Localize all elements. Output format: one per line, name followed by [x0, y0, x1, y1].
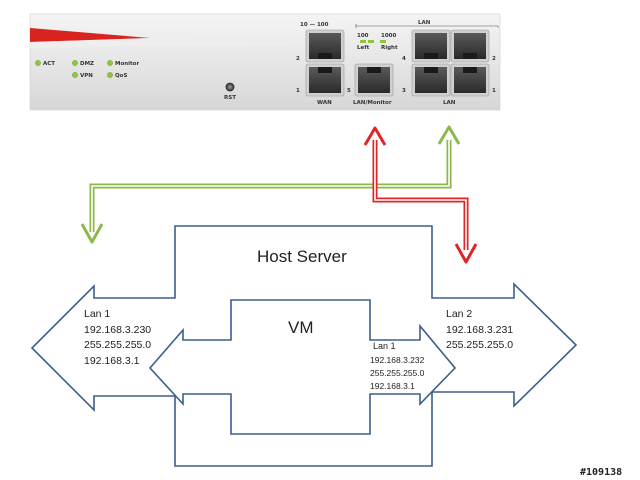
port-number-4: 4: [402, 56, 406, 62]
vm-lan1-gateway: 192.168.3.1: [370, 381, 415, 391]
host-lan2-mask: 255.255.255.0: [446, 339, 513, 351]
vm-shape: [148, 299, 457, 435]
led-act-label: ACT: [43, 61, 55, 67]
lan-monitor-port[interactable]: [354, 63, 394, 97]
speed-led-left: [360, 40, 366, 43]
wan-label: WAN: [317, 100, 332, 106]
lan-monitor-label: LAN/Monitor: [353, 100, 392, 106]
reset-button[interactable]: RST: [224, 82, 236, 101]
port-number-wan-2: 2: [296, 56, 300, 62]
lan-port-bottom-right[interactable]: [450, 63, 490, 97]
led-dmz-label: DMZ: [80, 61, 94, 67]
port-number-wan-1: 1: [296, 88, 300, 94]
green-cable-inner: [91, 140, 450, 232]
speed-right-label: Right: [381, 45, 398, 51]
host-lan1-mask: 255.255.255.0: [84, 339, 151, 351]
status-leds: ACT DMZ Monitor VPN QoS: [35, 60, 139, 79]
host-lan2-info: Lan 2 192.168.3.231 255.255.255.0: [446, 308, 513, 351]
lan-header-label: LAN: [418, 20, 431, 26]
speed-1000-label: 1000: [381, 33, 396, 39]
led-monitor-label: Monitor: [115, 61, 139, 67]
red-connection: [363, 126, 478, 264]
led-qos-label: QoS: [115, 73, 127, 79]
host-lan2-ip: 192.168.3.231: [446, 324, 513, 336]
host-lan2-title: Lan 2: [446, 308, 472, 320]
red-cable-inner: [374, 140, 467, 250]
lan-port-bottom-left[interactable]: [411, 63, 451, 97]
router-front-panel: ACT DMZ Monitor VPN QoS RST: [29, 13, 501, 111]
red-arrowhead-up: [363, 126, 387, 146]
brand-red-stripe: [30, 28, 150, 42]
vm-lan1-title: Lan 1: [373, 341, 396, 351]
port-number-lan-1: 1: [492, 88, 496, 94]
host-lan1-ip: 192.168.3.230: [84, 324, 151, 336]
speed-left-label: Left: [357, 45, 370, 51]
port-number-3: 3: [402, 88, 406, 94]
green-arrowhead-down: [80, 223, 104, 244]
speed-led-mid: [368, 40, 374, 43]
led-vpn-label: VPN: [80, 73, 93, 79]
wan-port-2[interactable]: [305, 29, 345, 63]
vm-lan1-info: Lan 1 192.168.3.232 255.255.255.0 192.16…: [370, 341, 425, 391]
lan-port-top-left[interactable]: [411, 29, 451, 63]
host-lan1-title: Lan 1: [84, 308, 110, 320]
port-number-lan-2: 2: [492, 56, 496, 62]
led-act: ACT: [35, 60, 55, 67]
host-server-title: Host Server: [257, 247, 347, 266]
speed-top-label: 10 — 100: [300, 22, 329, 28]
speed-led-right: [380, 40, 386, 43]
reset-label: RST: [224, 95, 236, 101]
led-monitor: Monitor: [107, 60, 139, 67]
led-dmz: DMZ: [72, 60, 94, 67]
host-lan1-info: Lan 1 192.168.3.230 255.255.255.0 192.16…: [84, 308, 151, 367]
green-arrowhead-up: [437, 125, 461, 145]
red-arrowhead-down: [454, 243, 478, 264]
vm-lan1-mask: 255.255.255.0: [370, 368, 425, 378]
watermark-id: #109138: [580, 467, 622, 478]
wan-port-1[interactable]: [305, 63, 345, 97]
led-vpn: VPN: [72, 72, 93, 79]
vm-title: VM: [288, 318, 314, 337]
speed-100-label: 100: [357, 33, 369, 39]
green-connection: [80, 125, 461, 244]
lan-label: LAN: [443, 100, 456, 106]
lan-port-top-right[interactable]: [450, 29, 490, 63]
led-qos: QoS: [107, 72, 127, 79]
host-lan1-gateway: 192.168.3.1: [84, 355, 140, 367]
port-number-5: 5: [347, 88, 351, 94]
vm-lan1-ip: 192.168.3.232: [370, 355, 425, 365]
